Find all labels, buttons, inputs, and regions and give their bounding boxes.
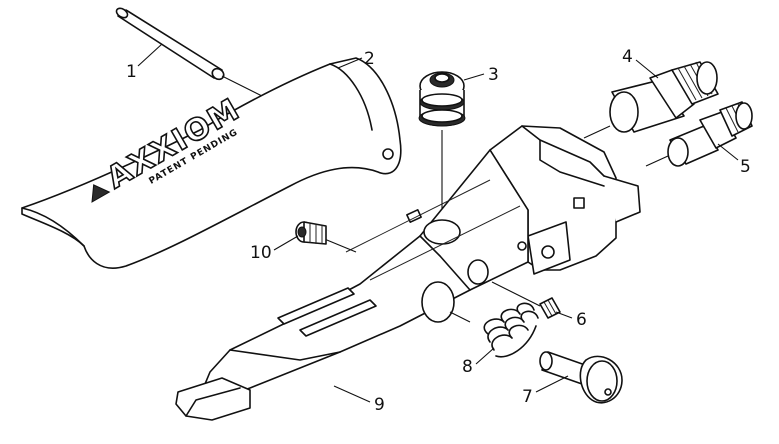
callout-9: 9 bbox=[374, 395, 385, 415]
callout-5: 5 bbox=[740, 157, 751, 177]
leader-4 bbox=[635, 59, 659, 79]
leader-7 bbox=[535, 375, 569, 393]
leader-5 bbox=[717, 143, 739, 161]
axis-line-5 bbox=[645, 155, 669, 167]
part-4-fitting bbox=[583, 61, 719, 139]
axis-line-1 bbox=[221, 75, 263, 97]
callout-leaders bbox=[137, 43, 739, 403]
leader-9 bbox=[333, 385, 371, 403]
leader-10 bbox=[273, 235, 299, 251]
part-9-body bbox=[175, 125, 641, 421]
axis-line-8 bbox=[449, 311, 471, 323]
callout-8: 8 bbox=[462, 357, 473, 377]
part-8-spring bbox=[449, 302, 539, 358]
part-7-plunger bbox=[539, 351, 623, 404]
callout-3: 3 bbox=[488, 65, 499, 85]
part-5-fitting bbox=[645, 101, 753, 167]
axis-line-6 bbox=[491, 281, 541, 307]
part-6-set-screw bbox=[491, 281, 561, 319]
part-3-valve bbox=[418, 71, 466, 210]
brand-mark-icon bbox=[91, 184, 111, 203]
callout-6: 6 bbox=[576, 310, 587, 330]
callout-4: 4 bbox=[622, 47, 633, 67]
part-2-cover: AXXIOM PATENT PENDING bbox=[21, 57, 402, 269]
leader-1 bbox=[137, 43, 163, 67]
callout-2: 2 bbox=[364, 49, 375, 69]
callout-7: 7 bbox=[522, 387, 533, 407]
leader-8 bbox=[475, 347, 495, 365]
axis-line-4 bbox=[583, 125, 611, 139]
part-10-screw bbox=[295, 221, 327, 245]
leader-3 bbox=[463, 73, 485, 81]
part-1-pin bbox=[115, 7, 263, 97]
callout-1: 1 bbox=[126, 62, 137, 82]
callout-10: 10 bbox=[250, 243, 272, 263]
callout-labels: 1 2 3 4 5 6 7 8 9 10 bbox=[126, 47, 751, 415]
leader-6 bbox=[555, 311, 573, 319]
leader-2 bbox=[337, 57, 363, 69]
axis-line-10 bbox=[321, 237, 357, 253]
